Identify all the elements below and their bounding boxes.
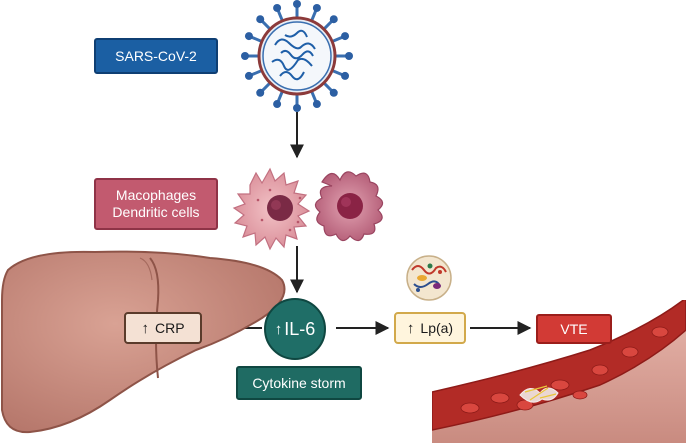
macrophage-cell-icon bbox=[232, 167, 311, 251]
up-arrow-icon: ↑ bbox=[406, 319, 415, 337]
lpa-text: Lp(a) bbox=[420, 320, 454, 336]
cytokine-storm-label: Cytokine storm bbox=[236, 366, 362, 400]
immune-cells-label: Macophages Dendritic cells bbox=[94, 178, 218, 230]
immune-cells-line2: Dendritic cells bbox=[112, 204, 200, 220]
sars-cov-2-text: SARS-CoV-2 bbox=[115, 48, 197, 64]
sars-cov-2-virus-icon bbox=[241, 0, 353, 112]
il6-text: IL-6 bbox=[284, 318, 316, 339]
vte-text: VTE bbox=[560, 321, 588, 337]
sars-cov-2-label: SARS-CoV-2 bbox=[94, 38, 218, 74]
up-arrow-icon: ↑ bbox=[141, 319, 149, 337]
crp-label: ↑ CRP bbox=[124, 312, 202, 344]
blood-vessel-clot-icon bbox=[432, 300, 686, 443]
cytokine-storm-text: Cytokine storm bbox=[252, 375, 346, 391]
vte-label: VTE bbox=[536, 314, 612, 344]
dendritic-cell-icon bbox=[314, 171, 384, 242]
lipoprotein-particle-icon bbox=[406, 255, 452, 301]
crp-text: CRP bbox=[154, 320, 185, 336]
lpa-label: ↑ Lp(a) bbox=[394, 312, 466, 344]
up-arrow-icon: ↑ bbox=[274, 320, 283, 338]
il6-node: ↑ IL-6 bbox=[264, 298, 326, 360]
immune-cells-line1: Macophages bbox=[115, 187, 197, 203]
